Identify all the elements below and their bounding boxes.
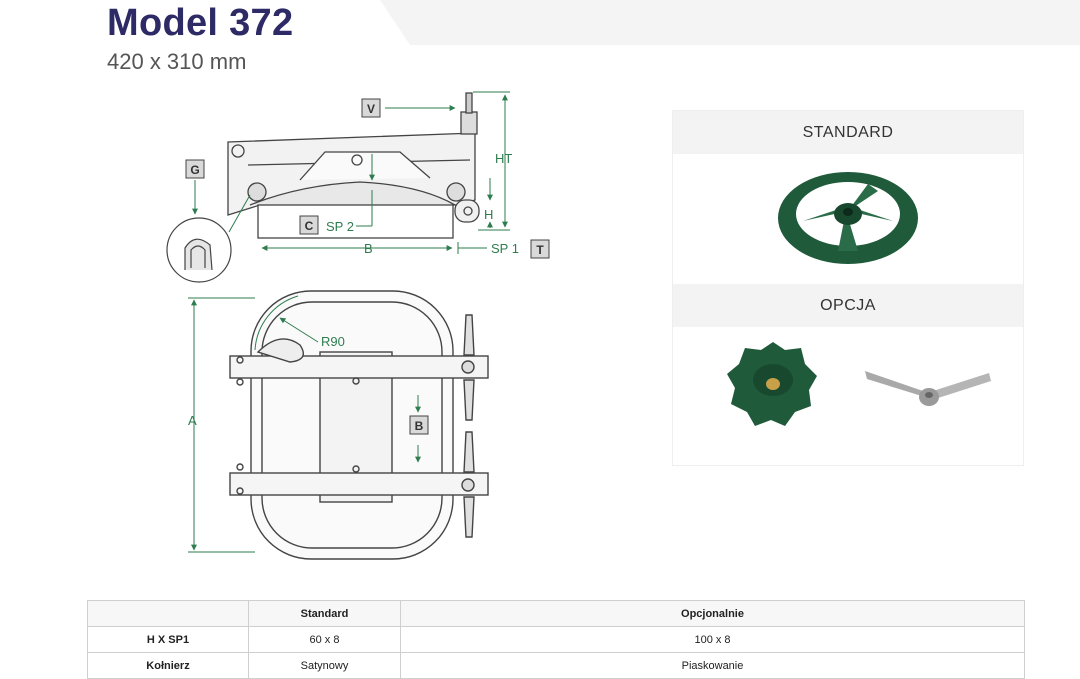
dim-sp2-label: SP 2 bbox=[326, 219, 354, 234]
dim-ht-label: HT bbox=[495, 151, 512, 166]
top-view bbox=[229, 290, 489, 560]
handwheel-image bbox=[778, 172, 918, 264]
page-title: Model 372 bbox=[107, 2, 294, 44]
label-box-t: T bbox=[530, 239, 550, 259]
spec-table: Standard Opcjonalnie H X SP1 60 x 8 100 … bbox=[87, 600, 1025, 679]
svg-text:V: V bbox=[367, 102, 375, 116]
dim-a-label: A bbox=[188, 413, 197, 428]
svg-text:T: T bbox=[536, 243, 544, 257]
option-value: 100 x 8 bbox=[400, 626, 1025, 653]
standard-value: 60 x 8 bbox=[248, 626, 401, 653]
dim-r90-label: R90 bbox=[321, 334, 345, 349]
page-subtitle: 420 x 310 mm bbox=[107, 49, 247, 74]
side-view bbox=[227, 92, 480, 239]
label-box-c: C bbox=[299, 215, 319, 235]
label-box-v: V bbox=[361, 98, 381, 118]
table-header-cell: Standard bbox=[248, 600, 401, 627]
label-box-g: G bbox=[185, 159, 205, 179]
row-label: H X SP1 bbox=[87, 626, 249, 653]
star-knob-image bbox=[727, 342, 817, 426]
table-header-cell: Opcjonalnie bbox=[400, 600, 1025, 627]
table-header-row: Standard Opcjonalnie bbox=[87, 600, 1025, 627]
svg-text:B: B bbox=[415, 419, 424, 433]
handwheel-panel: STANDARD OPCJA bbox=[672, 110, 1024, 466]
dim-h-label: H bbox=[484, 207, 493, 222]
table-row: H X SP1 60 x 8 100 x 8 bbox=[87, 626, 1025, 653]
table-header-cell bbox=[87, 600, 249, 627]
dim-sp1-label: SP 1 bbox=[491, 241, 519, 256]
svg-text:C: C bbox=[305, 219, 314, 233]
standard-heading: STANDARD bbox=[673, 111, 1023, 154]
header-band bbox=[380, 0, 1080, 45]
detail-g bbox=[166, 217, 232, 283]
dim-b-label: B bbox=[364, 241, 373, 256]
option-heading: OPCJA bbox=[673, 284, 1023, 327]
label-box-b: B bbox=[409, 415, 429, 435]
svg-text:G: G bbox=[190, 163, 199, 177]
wing-handle-image bbox=[865, 371, 991, 406]
